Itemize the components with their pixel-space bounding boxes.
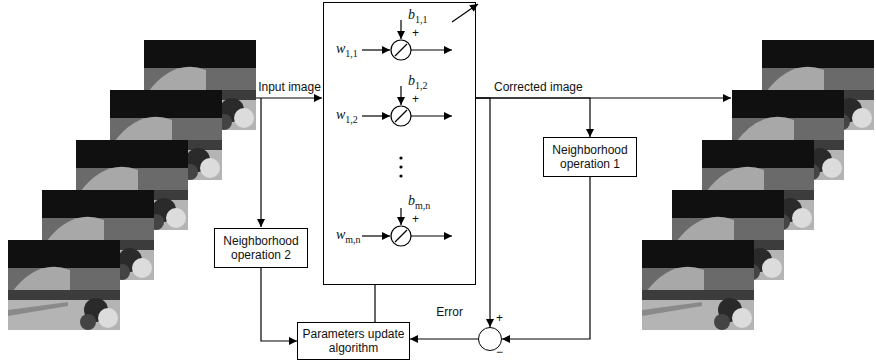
ellipsis-dots	[399, 156, 402, 177]
neuron-symbol	[362, 86, 452, 126]
plus-sign: +	[412, 92, 419, 106]
weight-label: w1,1	[336, 41, 358, 62]
edge-label: Error	[435, 305, 464, 319]
input-frame	[8, 240, 120, 330]
plus-sign: +	[412, 212, 419, 226]
box-text: Neighborhood operation 1	[548, 143, 632, 171]
connector	[374, 285, 375, 322]
signal-label: Corrected image	[494, 80, 583, 94]
connector	[476, 98, 590, 137]
box-text: Parameters update algorithm	[302, 327, 405, 355]
neuron-symbol	[362, 20, 452, 60]
input-branch-wire	[260, 98, 261, 227]
input-wire	[256, 97, 322, 98]
summing-junction: +−	[478, 327, 502, 351]
neuron-symbol	[362, 208, 452, 246]
plus-sign: +	[412, 26, 419, 40]
bias-label: b1,1	[408, 7, 428, 28]
box-text: Neighborhood operation 2	[219, 234, 303, 262]
connector	[476, 98, 490, 327]
plus-sign: +	[496, 311, 503, 325]
connector	[410, 338, 478, 339]
connector	[502, 177, 590, 339]
minus-sign: −	[496, 345, 503, 359]
process-box: Parameters update algorithm	[297, 322, 410, 360]
weight-label: wm,n	[336, 227, 361, 248]
weight-label: w1,2	[336, 107, 358, 128]
neuron-array-box: w1,1 b1,1 w1,2 b1,2 wm,n bm,n	[323, 2, 476, 285]
bias-label: b1,2	[408, 73, 428, 94]
corrected-frame	[642, 240, 754, 330]
process-box: Neighborhood operation 2	[214, 228, 308, 268]
adjust-arrow	[452, 4, 478, 22]
bias-label: bm,n	[408, 193, 430, 214]
connector	[261, 268, 297, 341]
process-box: Neighborhood operation 1	[543, 137, 637, 177]
signal-label: Input image	[258, 80, 321, 94]
